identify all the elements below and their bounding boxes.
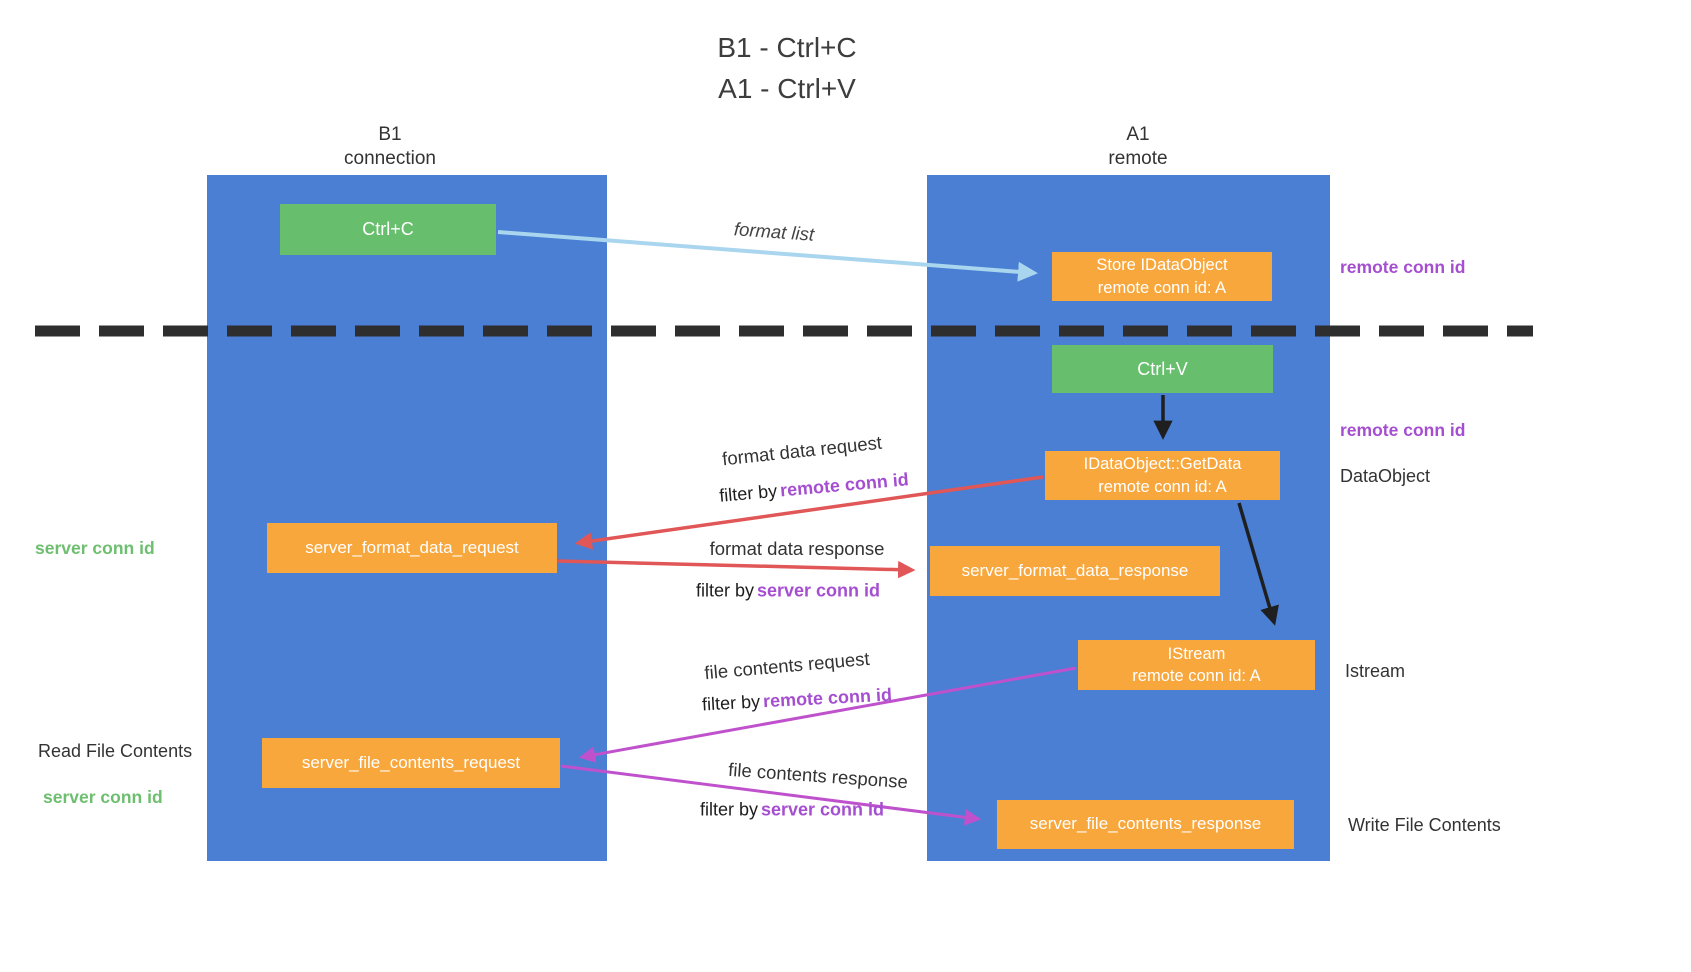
lane-header-a1: A1 remote: [1108, 123, 1167, 171]
node-server-format-data-response: server_format_data_response: [930, 546, 1220, 596]
label-server-conn-id-bottom: server conn id: [43, 787, 163, 807]
diagram-title: B1 - Ctrl+C A1 - Ctrl+V: [717, 28, 856, 109]
node-server-format-data-request-label: server_format_data_request: [305, 537, 519, 557]
node-ctrl-c: Ctrl+C: [280, 204, 496, 255]
label-filter-by-server-2: filter by server conn id: [700, 800, 884, 821]
node-server-file-contents-request-label: server_file_contents_request: [301, 752, 521, 772]
lane-header-b1: B1 connection: [344, 123, 436, 171]
filter-by-text: filter by: [718, 480, 778, 506]
node-server-file-contents-response-label: server_file_contents_response: [1029, 814, 1262, 834]
label-remote-conn-id-top: remote conn id: [1340, 257, 1466, 277]
label-filter-by-remote-1: filter by remote conn id: [718, 469, 909, 506]
node-ctrl-c-label: Ctrl+C: [362, 219, 414, 240]
label-format-list: format list: [733, 218, 815, 245]
node-getdata-line2: remote conn id: A: [1098, 477, 1227, 496]
label-server-conn-id-top: server conn id: [35, 538, 155, 558]
label-format-data-request: format data request: [721, 431, 883, 470]
node-server-file-contents-response: server_file_contents_response: [997, 800, 1294, 849]
filter-by-text: filter by: [699, 799, 758, 820]
label-write-file-contents: Write File Contents: [1348, 815, 1501, 835]
title-line-1: B1 - Ctrl+C: [717, 32, 857, 63]
node-idataobject-getdata: IDataObject::GetData remote conn id: A: [1045, 451, 1280, 500]
node-istream: IStream remote conn id: A: [1078, 640, 1315, 690]
arrow-format-data-response: [557, 559, 916, 579]
label-read-file-contents: Read File Contents: [38, 741, 193, 761]
lane-b1-subtitle: connection: [344, 147, 436, 169]
node-store-idataobject: Store IDataObject remote conn id: A: [1052, 252, 1272, 301]
node-ctrl-v: Ctrl+V: [1052, 345, 1273, 393]
label-file-contents-request: file contents request: [703, 647, 871, 684]
label-remote-conn-id-mid: remote conn id: [1340, 420, 1466, 440]
node-istream-line1: IStream: [1167, 644, 1226, 663]
filter-remote-conn-id: remote conn id: [779, 469, 910, 501]
label-file-contents-response: file contents response: [727, 758, 909, 793]
node-store-idataobject-line2: remote conn id: A: [1097, 278, 1227, 297]
node-ctrl-v-label: Ctrl+V: [1137, 358, 1188, 379]
node-server-format-data-response-label: server_format_data_response: [961, 560, 1189, 580]
filter-by-text: filter by: [701, 691, 761, 715]
filter-server-conn-id: server conn id: [760, 799, 885, 820]
lane-a1-subtitle: remote: [1108, 147, 1168, 169]
label-filter-by-server-1: filter by server conn id: [696, 581, 880, 602]
node-server-format-data-request: server_format_data_request: [267, 523, 557, 573]
title-line-2: A1 - Ctrl+V: [718, 72, 856, 104]
node-server-file-contents-request: server_file_contents_request: [262, 738, 560, 788]
node-getdata-line1: IDataObject::GetData: [1083, 455, 1242, 474]
label-dataobject: DataObject: [1340, 466, 1431, 486]
node-istream-line2: remote conn id: A: [1132, 667, 1261, 685]
label-istream: Istream: [1345, 661, 1406, 681]
filter-by-text: filter by: [695, 580, 754, 601]
label-format-data-response: format data response: [709, 538, 885, 559]
filter-remote-conn-id: remote conn id: [762, 684, 893, 712]
node-store-idataobject-line1: Store IDataObject: [1096, 256, 1228, 275]
lane-a1-name: A1: [1126, 124, 1150, 145]
label-filter-by-remote-2: filter by remote conn id: [702, 685, 893, 716]
lane-b1-name: B1: [378, 124, 402, 145]
filter-server-conn-id: server conn id: [756, 580, 881, 601]
